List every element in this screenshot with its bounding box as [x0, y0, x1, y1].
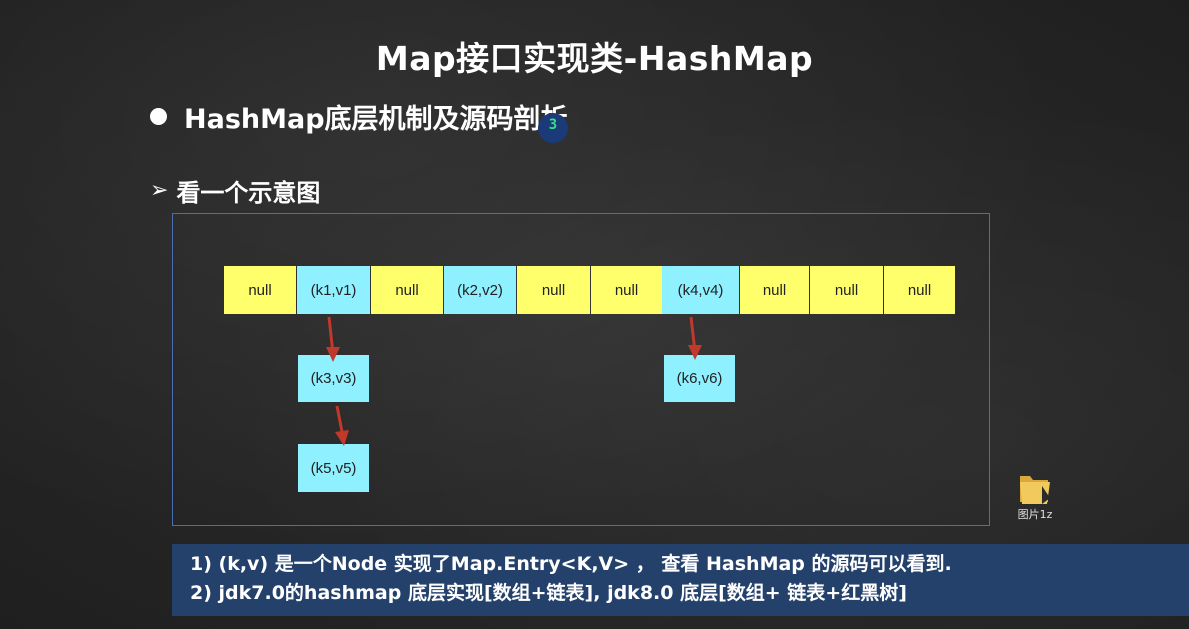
folder-label: 图片1z — [1017, 508, 1053, 521]
table-cell-5: null — [591, 266, 662, 314]
table-cell-6: (k4,v4) — [662, 266, 739, 314]
list-node-k3v3: (k3,v3) — [298, 355, 369, 402]
arrow-down-icon — [326, 316, 340, 362]
bullet-dot-icon — [150, 108, 167, 125]
table-cell-2: null — [371, 266, 443, 314]
cursor-icon: 3 — [538, 113, 568, 143]
desktop-folder[interactable]: 图片1z — [1012, 472, 1056, 524]
table-cell-1: (k1,v1) — [297, 266, 370, 314]
table-cell-3: (k2,v2) — [444, 266, 516, 314]
table-cell-0: null — [224, 266, 296, 314]
slide-title: Map接口实现类-HashMap — [375, 39, 814, 78]
arrow-down-icon — [335, 405, 349, 446]
bullet-text: HashMap底层机制及源码剖析 — [184, 104, 568, 135]
table-cell-4: null — [517, 266, 590, 314]
table-cell-7: null — [740, 266, 809, 314]
table-cell-8: null — [810, 266, 883, 314]
hashmap-diagram-frame — [172, 213, 990, 526]
note-line-2: 2) jdk7.0的hashmap 底层实现[数组+链表], jdk8.0 底层… — [190, 582, 907, 604]
sub-bullet-text: 看一个示意图 — [176, 179, 321, 207]
list-node-k5v5: (k5,v5) — [298, 444, 369, 492]
sub-bullet-item: ➢ 看一个示意图 — [150, 173, 320, 208]
notes-box: 1) (k,v) 是一个Node 实现了Map.Entry<K,V> ， 查看 … — [172, 544, 1189, 616]
sub-bullet-arrow-icon: ➢ — [150, 178, 169, 203]
folder-icon — [1020, 476, 1050, 504]
list-node-k6v6: (k6,v6) — [664, 355, 735, 402]
arrow-down-icon — [688, 316, 702, 360]
note-line-1: 1) (k,v) 是一个Node 实现了Map.Entry<K,V> ， 查看 … — [190, 553, 952, 575]
bullet-item: HashMap底层机制及源码剖析 — [150, 97, 568, 136]
cursor-glyph: 3 — [548, 117, 558, 133]
table-cell-9: null — [884, 266, 955, 314]
